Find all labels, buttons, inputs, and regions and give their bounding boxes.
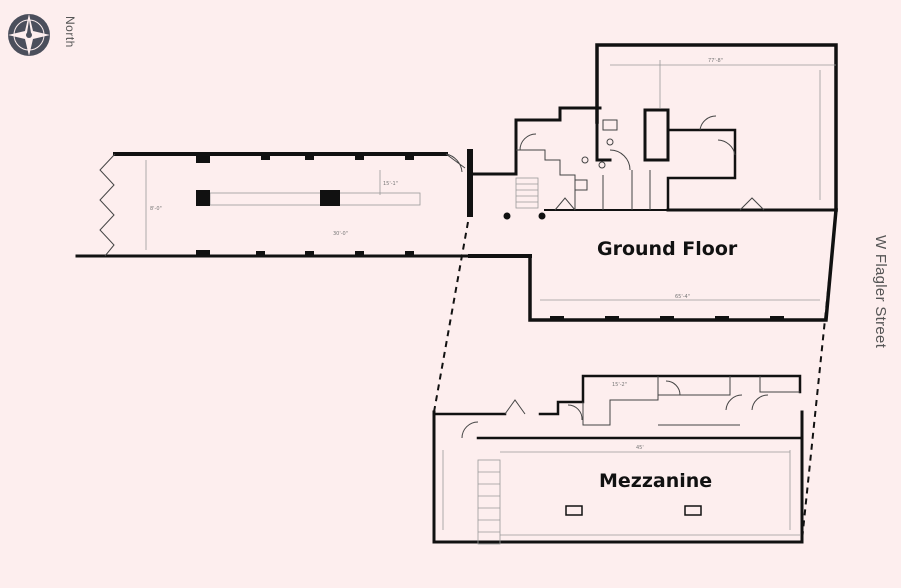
svg-text:30'-0": 30'-0" — [333, 231, 348, 237]
corridor-plan: 15'-1" 30'-0" 8'-0" — [75, 149, 532, 258]
svg-text:15'-1": 15'-1" — [383, 181, 398, 187]
north-label: North — [63, 16, 77, 48]
mezzanine-plan: 45' 15'-2" — [432, 374, 804, 545]
svg-text:8'-0": 8'-0" — [150, 206, 162, 212]
compass-rose-icon — [8, 14, 50, 56]
mezzanine-label: Mezzanine — [599, 470, 713, 492]
svg-text:65'-4": 65'-4" — [675, 294, 690, 300]
ground-floor-plan: 77'-8" 65'-4" — [503, 43, 838, 322]
svg-text:45': 45' — [636, 445, 644, 451]
svg-text:15'-2": 15'-2" — [612, 382, 627, 388]
ground-floor-label: Ground Floor — [597, 238, 738, 260]
svg-text:77'-8": 77'-8" — [708, 58, 723, 64]
street-label: W Flagler Street — [872, 235, 889, 349]
